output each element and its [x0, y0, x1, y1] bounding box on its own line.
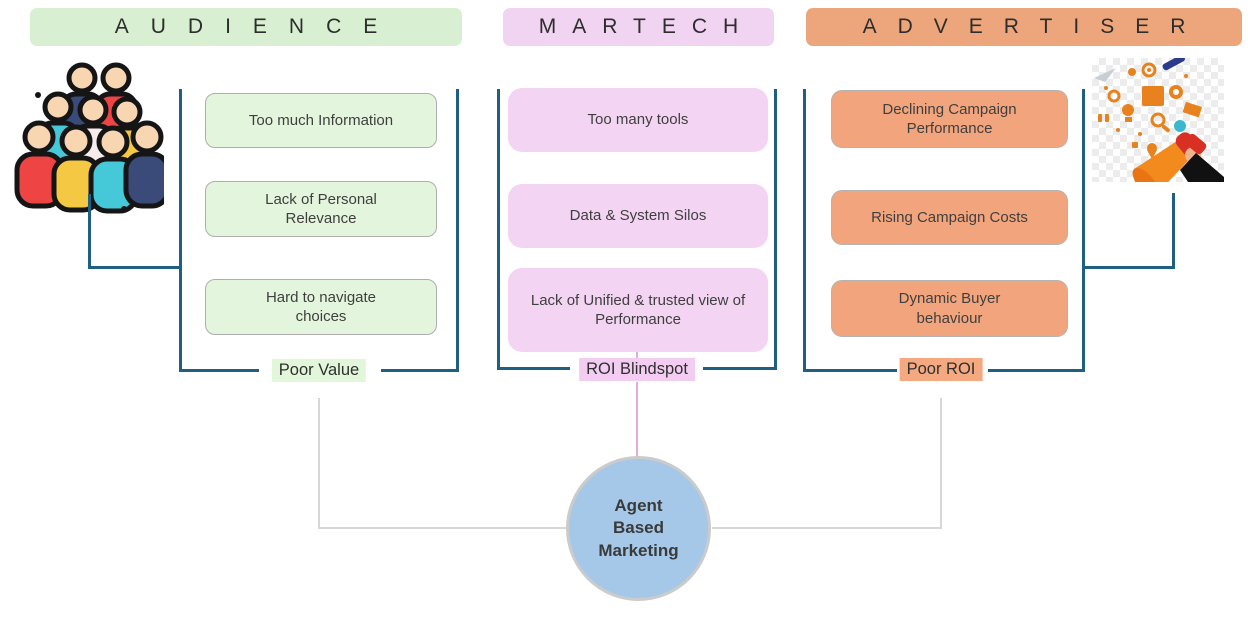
- audience-icon-connector-vertical: [88, 194, 91, 269]
- martech-bracket-left-line: [497, 89, 500, 370]
- advertiser-bracket-bottom-left-line: [803, 369, 897, 372]
- advertiser-icon-connector-horizontal: [1082, 266, 1175, 269]
- audience-bracket-bottom-right-line: [381, 369, 459, 372]
- megaphone-icon: [1092, 54, 1224, 196]
- crowd-icon: [14, 62, 164, 214]
- audience-outcome-label: Poor Value: [271, 359, 367, 382]
- martech-bracket-right-line: [774, 89, 777, 370]
- poor-roi-connector-vertical: [940, 398, 942, 528]
- advertiser-bracket-bottom-right-line: [988, 369, 1085, 372]
- audience-pain-box-3: Hard to navigate choices: [205, 279, 437, 335]
- audience-pain-box-2: Lack of Personal Relevance: [205, 181, 437, 237]
- martech-outcome-label: ROI Blindspot: [579, 358, 695, 381]
- audience-bracket-left-line: [179, 89, 182, 372]
- audience-pain-box-1: Too much Information: [205, 93, 437, 148]
- martech-bracket-bottom-left-line: [497, 367, 570, 370]
- roi-blindspot-connector-stub: [636, 352, 638, 360]
- advertiser-pain-box-3: Dynamic Buyer behaviour: [831, 280, 1068, 337]
- agent-based-marketing-label: Agent Based Marketing: [598, 496, 679, 560]
- poor-value-connector-horizontal: [318, 527, 566, 529]
- audience-bracket-bottom-left-line: [179, 369, 259, 372]
- advertiser-pain-box-2: Rising Campaign Costs: [831, 190, 1068, 245]
- audience-icon-connector-horizontal: [88, 266, 182, 269]
- agent-based-marketing-circle: Agent Based Marketing: [566, 456, 711, 601]
- advertiser-pain-box-1: Declining Campaign Performance: [831, 90, 1068, 148]
- poor-roi-connector-horizontal: [712, 527, 942, 529]
- martech-pain-box-3: Lack of Unified & trusted view of Perfor…: [508, 268, 768, 352]
- martech-pain-box-1: Too many tools: [508, 88, 768, 152]
- martech-bracket-bottom-right-line: [703, 367, 777, 370]
- martech-header: MARTECH: [503, 8, 774, 46]
- audience-bracket-right-line: [456, 89, 459, 372]
- advertiser-outcome-label: Poor ROI: [899, 358, 983, 381]
- advertiser-header: ADVERTISER: [806, 8, 1242, 46]
- advertiser-bracket-right-line: [1082, 89, 1085, 372]
- poor-value-connector-vertical: [318, 398, 320, 528]
- audience-header: AUDIENCE: [30, 8, 462, 46]
- advertiser-icon-connector-vertical: [1172, 193, 1175, 269]
- advertiser-bracket-left-line: [803, 89, 806, 372]
- martech-pain-box-2: Data & System Silos: [508, 184, 768, 248]
- roi-blindspot-connector-vertical: [636, 382, 638, 458]
